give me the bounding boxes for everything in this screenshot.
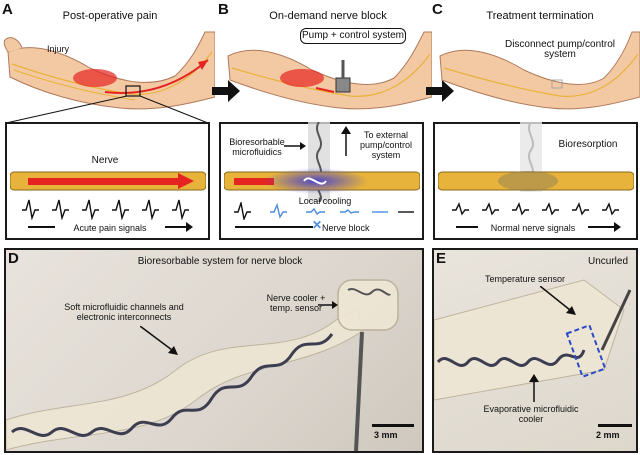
panel-e-title: Uncurled [587, 256, 629, 267]
disconnect-label: Disconnect pump/control system [504, 39, 616, 60]
panel-c-label: C [432, 1, 443, 18]
panel-d-label: D [8, 250, 19, 267]
panel-c-title: Treatment termination [486, 10, 594, 22]
channels-label: Soft microfluidic channels and electroni… [64, 302, 184, 322]
channels-pointer-arrow [140, 326, 178, 355]
acute-pain-label: Acute pain signals [55, 223, 165, 233]
normal-signals-label: Normal nerve signals [478, 223, 588, 233]
bioresorbable-microfluidics-label: Bioresorbable microfluidics [229, 137, 285, 157]
flow-arrow-ab [212, 80, 240, 102]
arm-illustration-b [227, 31, 432, 110]
scale-label-d: 3 mm [374, 430, 398, 440]
panel-b-label: B [218, 1, 229, 18]
panel-e-label: E [436, 250, 447, 267]
bioresorption-label: Bioresorption [558, 139, 618, 150]
panel-b-title: On-demand nerve block [269, 10, 387, 22]
panel-a-title: Post-operative pain [62, 10, 158, 22]
to-external-label: To external pump/control system [359, 130, 413, 160]
local-cooling-label: Local cooling [298, 196, 352, 206]
temp-sensor-label: Temperature sensor [484, 274, 566, 284]
up-arrow-b [341, 126, 351, 156]
panel-d-photo [4, 248, 424, 453]
evap-cooler-pointer [529, 374, 539, 402]
nerve-a [10, 171, 206, 191]
flow-arrow-bc [426, 80, 454, 102]
nerve-c [438, 171, 634, 191]
nerve-block-label: Nerve block [322, 223, 370, 233]
cooler-pointer-arrow [318, 301, 338, 309]
zoom-lines-a [5, 95, 209, 124]
injury-label: Injury [46, 44, 69, 54]
arm-illustration-a [3, 31, 215, 110]
block-x-icon: ✕ [312, 218, 323, 232]
scale-bar-d [372, 424, 414, 427]
arm-illustration-c [439, 31, 640, 110]
panel-a-label: A [2, 1, 13, 18]
nerve-b [224, 168, 420, 194]
panel-d-title: Bioresorbable system for nerve block [137, 256, 303, 267]
signals-b [234, 202, 414, 220]
pointer-arrow-b [284, 142, 306, 150]
temp-sensor-pointer [540, 286, 576, 315]
signal-arrow-b [235, 226, 313, 228]
pain-signals-a [22, 199, 189, 220]
cooler-label: Nerve cooler + temp. sensor [266, 293, 326, 313]
ribbon-device-d [6, 279, 399, 451]
panel-e-photo [432, 248, 638, 453]
scale-label-e: 2 mm [596, 430, 620, 440]
normal-signals-c [452, 202, 619, 216]
nerve-label: Nerve [91, 155, 119, 166]
uncurled-device-e [434, 279, 632, 401]
evap-cooler-label: Evaporative microfluidic cooler [483, 404, 579, 424]
scale-bar-e [598, 424, 632, 427]
pump-system-label: Pump + control system [300, 28, 406, 44]
